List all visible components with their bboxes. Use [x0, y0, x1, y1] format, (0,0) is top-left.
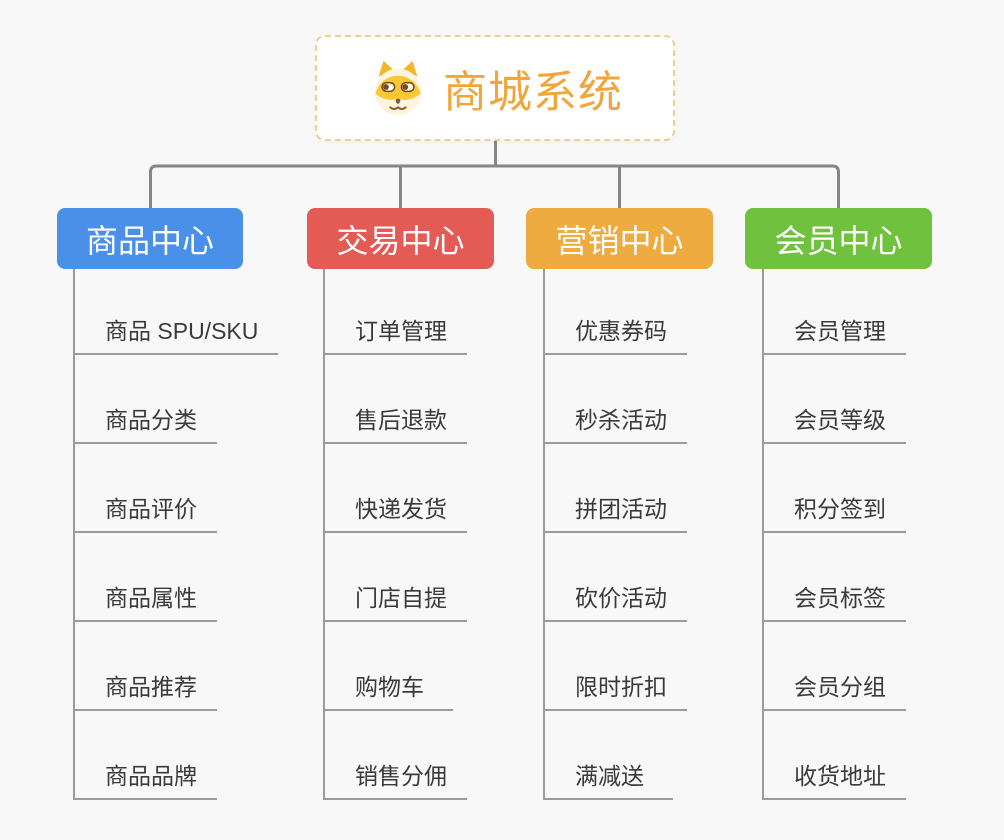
branch-topic-trade-center[interactable]: 交易中心 — [307, 208, 494, 269]
subtopic[interactable]: 售后退款 — [323, 355, 467, 444]
subtopic[interactable]: 门店自提 — [323, 533, 467, 622]
subtopic[interactable]: 商品分类 — [73, 355, 217, 444]
branch-bus-connector — [149, 164, 840, 208]
subtopic[interactable]: 砍价活动 — [543, 533, 687, 622]
subtopic[interactable]: 拼团活动 — [543, 444, 687, 533]
subtopic[interactable]: 快递发货 — [323, 444, 467, 533]
subtopic[interactable]: 积分签到 — [762, 444, 906, 533]
subtopic[interactable]: 订单管理 — [323, 269, 467, 355]
dog-face-icon — [374, 60, 422, 116]
subtopic-list-marketing-center: 优惠券码 秒杀活动 拼团活动 砍价活动 限时折扣 满减送 — [543, 269, 687, 800]
branch-topic-label: 会员中心 — [774, 222, 903, 259]
branch-topic-product-center[interactable]: 商品中心 — [57, 208, 243, 269]
subtopic[interactable]: 会员等级 — [762, 355, 906, 444]
subtopic[interactable]: 销售分佣 — [323, 711, 467, 800]
branch-topic-label: 商品中心 — [85, 222, 214, 259]
root-topic-title: 商城系统 — [443, 68, 623, 117]
root-topic[interactable]: 商城系统 — [315, 35, 675, 141]
subtopic[interactable]: 优惠券码 — [543, 269, 687, 355]
branch-topic-member-center[interactable]: 会员中心 — [745, 208, 932, 269]
branch-topic-marketing-center[interactable]: 营销中心 — [526, 208, 713, 269]
subtopic[interactable]: 会员分组 — [762, 622, 906, 711]
subtopic[interactable]: 秒杀活动 — [543, 355, 687, 444]
subtopic[interactable]: 会员管理 — [762, 269, 906, 355]
subtopic[interactable]: 收货地址 — [762, 711, 906, 800]
branch-topic-label: 交易中心 — [336, 222, 465, 259]
subtopic[interactable]: 商品品牌 — [73, 711, 217, 800]
subtopic-list-product-center: 商品 SPU/SKU 商品分类 商品评价 商品属性 商品推荐 商品品牌 — [73, 269, 279, 800]
subtopic[interactable]: 限时折扣 — [543, 622, 687, 711]
subtopic-list-member-center: 会员管理 会员等级 积分签到 会员标签 会员分组 收货地址 — [762, 269, 906, 800]
subtopic-list-trade-center: 订单管理 售后退款 快递发货 门店自提 购物车 销售分佣 — [323, 269, 467, 800]
subtopic[interactable]: 商品属性 — [73, 533, 217, 622]
subtopic[interactable]: 商品推荐 — [73, 622, 217, 711]
subtopic[interactable]: 购物车 — [323, 622, 453, 711]
branch-topic-label: 营销中心 — [555, 222, 684, 259]
subtopic[interactable]: 满减送 — [543, 711, 673, 800]
subtopic[interactable]: 商品评价 — [73, 444, 217, 533]
subtopic[interactable]: 会员标签 — [762, 533, 906, 622]
subtopic[interactable]: 商品 SPU/SKU — [73, 269, 279, 355]
